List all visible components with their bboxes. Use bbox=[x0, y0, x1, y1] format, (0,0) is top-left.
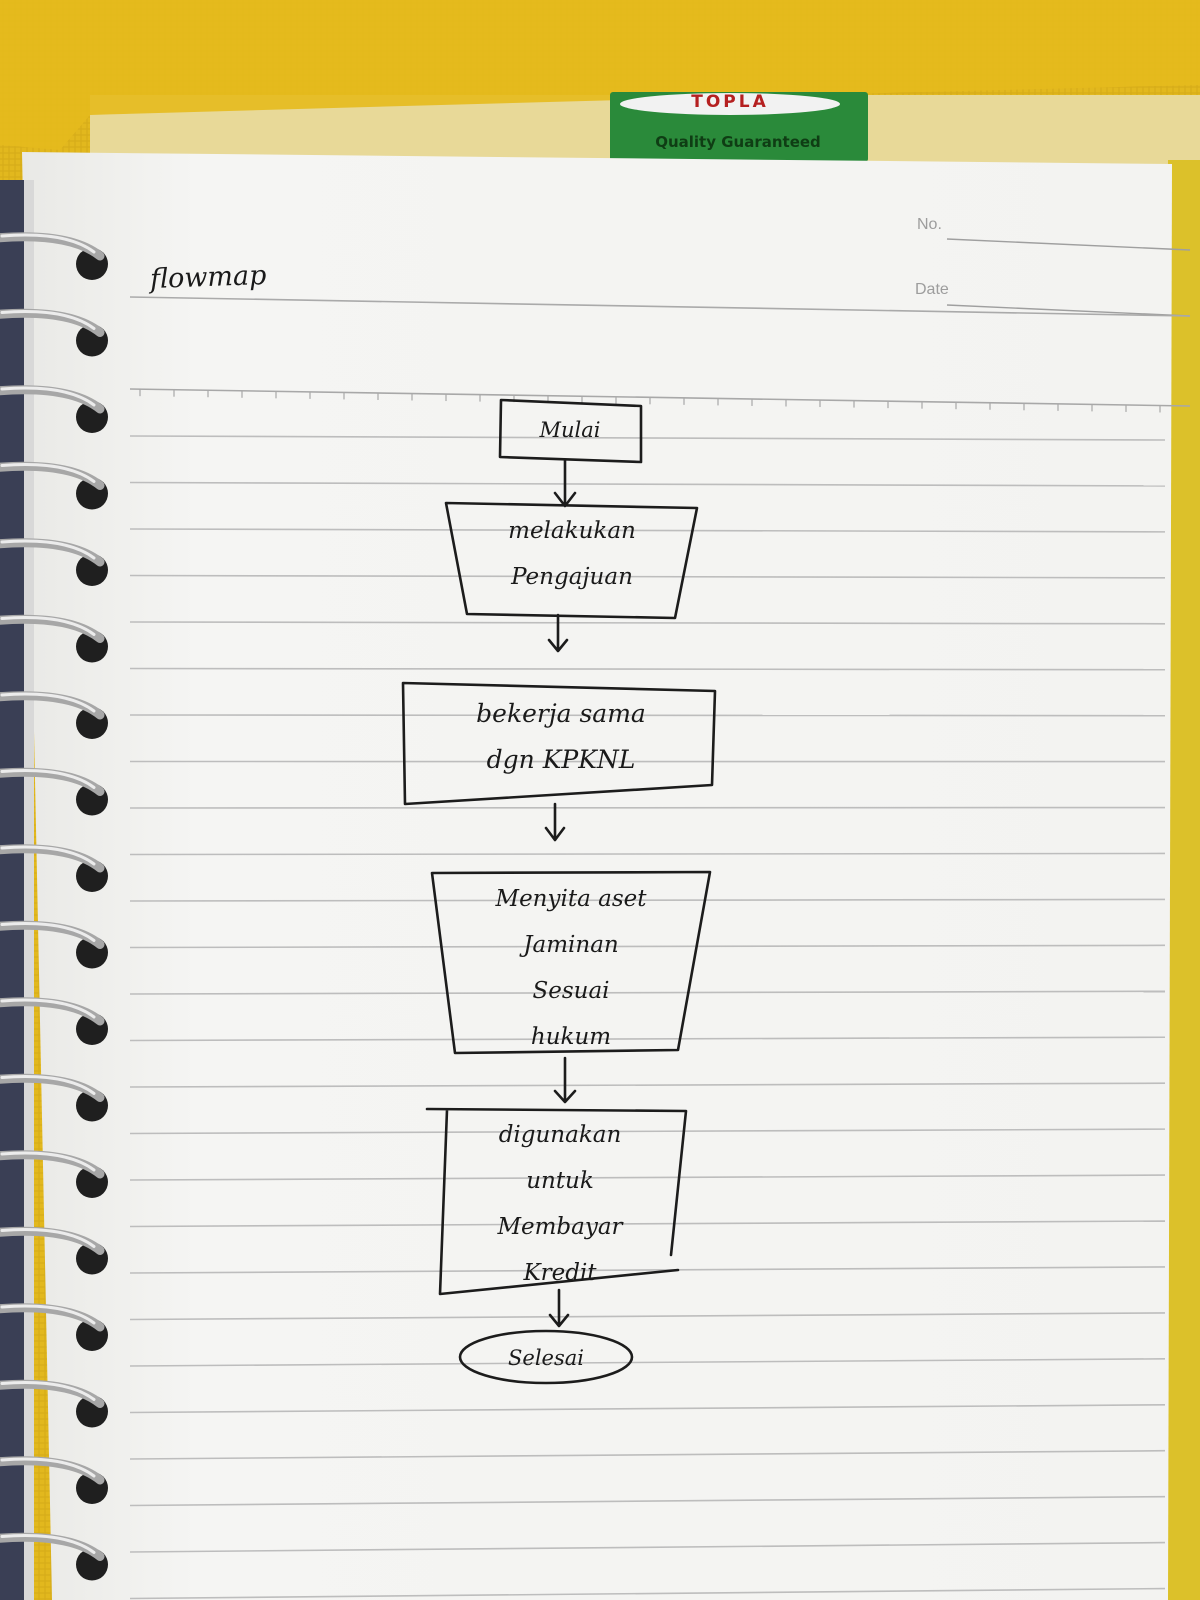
end-label: Selesai bbox=[508, 1346, 584, 1370]
rule-line bbox=[129, 1358, 1166, 1367]
rule-line bbox=[129, 944, 1166, 949]
arrow-step2-to-step3 bbox=[544, 802, 566, 842]
brand-name: TOPLA bbox=[691, 92, 769, 112]
brand-tab bbox=[610, 92, 868, 162]
spiral-ring bbox=[0, 1532, 108, 1581]
step-3-line: hukum bbox=[530, 1024, 612, 1050]
no-field-label: No. bbox=[917, 216, 942, 233]
ruler-ticks bbox=[139, 389, 1161, 413]
rule-line bbox=[129, 1220, 1166, 1228]
spiral-ring bbox=[0, 1150, 108, 1198]
rule-lines bbox=[129, 435, 1166, 1600]
rule-line bbox=[129, 1449, 1166, 1460]
spiral-ring bbox=[0, 767, 108, 816]
rule-line bbox=[129, 574, 1166, 579]
spiral-ring bbox=[0, 614, 108, 663]
rule-line bbox=[129, 714, 1166, 717]
spiral-ring bbox=[0, 1379, 108, 1428]
rule-line bbox=[129, 990, 1166, 995]
rule-line bbox=[129, 1587, 1166, 1600]
binder-right-edge bbox=[1168, 160, 1200, 1600]
end-ellipse bbox=[458, 1329, 634, 1385]
step-3-line: Jaminan bbox=[523, 932, 619, 958]
step3-shape bbox=[430, 870, 712, 1055]
arrow-step4-to-end bbox=[548, 1288, 570, 1328]
step-4-line: untuk bbox=[526, 1168, 594, 1194]
rule-line bbox=[129, 667, 1166, 671]
ruler-line bbox=[129, 388, 1191, 407]
rule-line bbox=[129, 1036, 1166, 1042]
spiral-ring bbox=[0, 920, 108, 969]
rule-line bbox=[129, 528, 1166, 533]
rule-line bbox=[129, 1312, 1166, 1321]
step1-shape bbox=[444, 501, 699, 620]
step-2-line: dgn KPKNL bbox=[486, 745, 636, 774]
start-label: Mulai bbox=[539, 418, 601, 442]
step-4-text: digunakan untuk Membayar Kredit bbox=[440, 1112, 680, 1296]
date-field-label: Date bbox=[915, 281, 949, 298]
spiral-ring bbox=[0, 1456, 108, 1504]
rule-line bbox=[129, 1082, 1166, 1088]
step-1-line: Pengajuan bbox=[511, 564, 633, 590]
spiral-ring bbox=[0, 461, 108, 510]
date-field-line bbox=[946, 304, 1191, 317]
spiral-ring bbox=[0, 691, 108, 739]
binder-strap bbox=[0, 0, 1200, 150]
no-field-line bbox=[946, 238, 1191, 251]
step4-box bbox=[425, 1107, 688, 1296]
arrow-step1-to-step2 bbox=[547, 613, 569, 653]
step-1-text: melakukan Pengajuan bbox=[452, 508, 692, 600]
spiral-ring bbox=[0, 232, 108, 280]
step-1-line: melakukan bbox=[508, 518, 636, 544]
step-3-line: Sesuai bbox=[532, 978, 610, 1004]
step-4-line: digunakan bbox=[498, 1122, 622, 1148]
rule-line bbox=[129, 1403, 1166, 1414]
rule-line bbox=[129, 1495, 1166, 1507]
step2-box bbox=[401, 681, 717, 806]
start-box bbox=[498, 398, 643, 464]
rule-line bbox=[129, 1174, 1166, 1181]
rule-line bbox=[129, 898, 1166, 902]
spiral-ring bbox=[0, 1073, 108, 1122]
rule-line bbox=[129, 621, 1166, 625]
spiral-ring bbox=[0, 1226, 108, 1275]
rule-line bbox=[129, 481, 1166, 487]
flowmap-title: flowmap bbox=[149, 259, 267, 296]
spiral-binding bbox=[0, 232, 108, 1581]
flowchart bbox=[401, 398, 717, 1385]
rule-line bbox=[129, 1541, 1166, 1553]
step-4-line: Kredit bbox=[523, 1260, 597, 1286]
notebook-page bbox=[22, 152, 1191, 1600]
step-2-text: bekerja sama dgn KPKNL bbox=[408, 691, 714, 783]
brand-tagline: Quality Guaranteed bbox=[655, 133, 821, 151]
rule-line bbox=[129, 1266, 1166, 1274]
notebook-spine bbox=[0, 180, 34, 1600]
step-2-line: bekerja sama bbox=[476, 699, 646, 728]
rule-line bbox=[129, 852, 1166, 856]
spiral-ring bbox=[0, 844, 108, 892]
spiral-ring bbox=[0, 1303, 108, 1351]
spiral-ring bbox=[0, 538, 108, 586]
step-4-line: Membayar bbox=[497, 1214, 623, 1240]
arrow-step3-to-step4 bbox=[553, 1056, 577, 1104]
spiral-ring bbox=[0, 308, 108, 357]
rule-line bbox=[129, 435, 1166, 441]
step-3-line: Menyita aset bbox=[495, 886, 647, 912]
spiral-ring bbox=[0, 997, 108, 1045]
step-3-text: Menyita aset Jaminan Sesuai hukum bbox=[440, 876, 702, 1060]
spiral-ring bbox=[0, 385, 108, 433]
rule-line bbox=[129, 1128, 1166, 1135]
header-line bbox=[129, 296, 1191, 317]
